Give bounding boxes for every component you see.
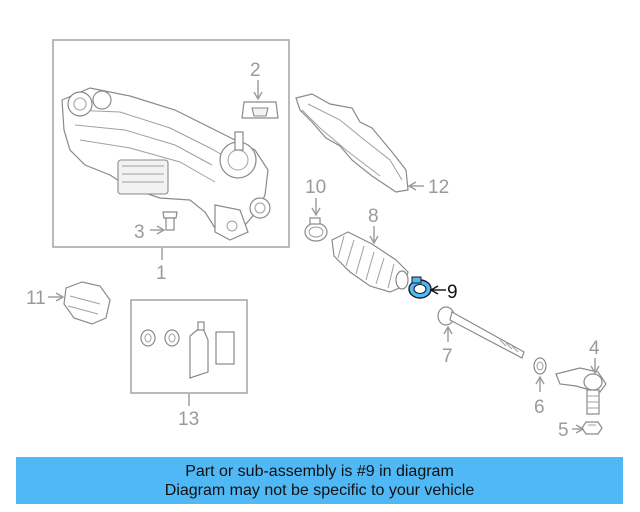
callout-9[interactable]: 9 — [447, 282, 458, 303]
part-2-mount[interactable] — [241, 101, 279, 119]
callout-12[interactable]: 12 — [428, 177, 449, 198]
callout-6[interactable]: 6 — [534, 397, 545, 418]
part-9-clamp-highlighted[interactable] — [408, 276, 432, 299]
callout-1[interactable]: 1 — [156, 263, 167, 284]
part-8-boot[interactable] — [331, 231, 409, 293]
part-11-bracket[interactable] — [63, 281, 111, 325]
parts-diagram: 2 3 1 12 10 8 — [26, 39, 607, 441]
banner-line-2: Diagram may not be specific to your vehi… — [164, 481, 475, 499]
part-4-tie-rod-end[interactable] — [555, 367, 607, 415]
part-13-repair-kit[interactable] — [140, 321, 235, 379]
part-3-bolt[interactable] — [162, 211, 178, 231]
callout-10[interactable]: 10 — [305, 177, 326, 198]
callout-8[interactable]: 8 — [368, 206, 379, 227]
callout-4[interactable]: 4 — [589, 338, 600, 359]
callout-5[interactable]: 5 — [558, 420, 569, 441]
callout-11[interactable]: 11 — [26, 288, 46, 309]
callout-7[interactable]: 7 — [442, 346, 453, 367]
callout-13[interactable]: 13 — [178, 409, 199, 430]
kit-13-frame — [130, 299, 248, 394]
part-12-heat-shield[interactable] — [295, 93, 409, 193]
info-banner: Part or sub-assembly is #9 in diagram Di… — [16, 457, 623, 504]
callout-3[interactable]: 3 — [134, 222, 145, 243]
part-7-inner-tie-rod[interactable] — [437, 306, 525, 359]
callout-2[interactable]: 2 — [250, 60, 261, 81]
part-5-castle-nut[interactable] — [581, 421, 603, 435]
assembly-1-frame — [52, 39, 290, 248]
banner-line-1: Part or sub-assembly is #9 in diagram — [185, 462, 454, 480]
steering-gear-assembly[interactable] — [61, 87, 271, 241]
part-10-clamp[interactable] — [304, 217, 328, 242]
part-6-nut[interactable] — [533, 357, 547, 375]
